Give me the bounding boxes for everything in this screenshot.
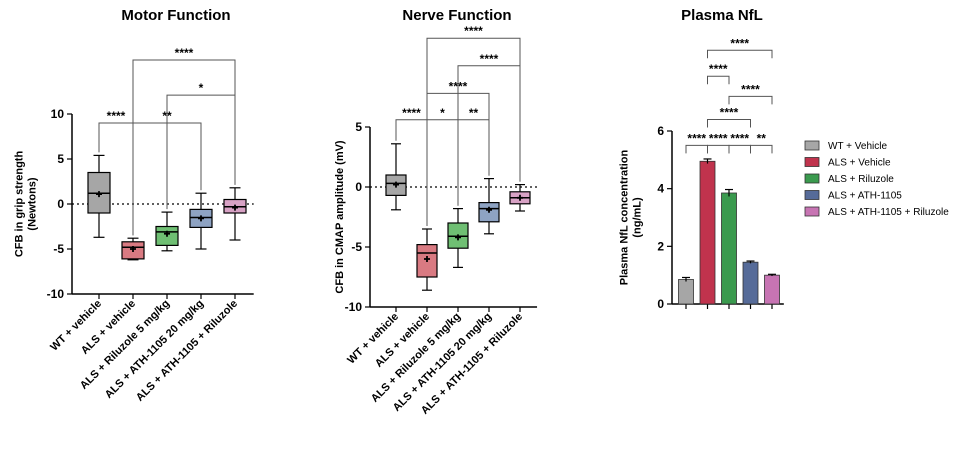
- chart-title: Plasma NfL: [681, 7, 763, 24]
- chart-panel-3: Plasma NfL Plasma NfL concentration(ng/mL…: [619, 7, 950, 311]
- significance-bracket: [457, 119, 490, 206]
- chart-title: Motor Function: [121, 7, 230, 24]
- y-tick-label: 10: [51, 107, 65, 121]
- legend-label: WT + Vehicle: [828, 141, 887, 152]
- legend-swatch: [804, 157, 820, 167]
- box-plot: [447, 208, 469, 268]
- y-axis-label-line: CFB in CMAP amplitude (mV): [334, 140, 346, 294]
- box-mean-marker: [393, 181, 399, 188]
- y-tick-label: -5: [351, 240, 362, 254]
- box-mean-marker: [517, 194, 523, 201]
- y-tick-label: 6: [657, 124, 664, 138]
- bar: [742, 261, 759, 305]
- significance-label: ****: [175, 46, 194, 60]
- y-tick-label: -10: [47, 287, 65, 301]
- box-plot: [416, 228, 438, 291]
- box-plot: [509, 184, 531, 212]
- bar: [764, 274, 780, 305]
- y-tick-label: -5: [53, 242, 64, 256]
- significance-bracket: [728, 95, 773, 105]
- legend-swatch: [804, 173, 820, 184]
- significance-bracket: [685, 144, 708, 154]
- box-mean-marker: [424, 256, 430, 262]
- bar: [699, 160, 716, 305]
- y-tick-label: 5: [57, 152, 64, 166]
- box-mean-marker: [164, 230, 170, 237]
- significance-label: **: [469, 106, 479, 120]
- significance-label: **: [757, 131, 767, 145]
- significance-label: ****: [480, 52, 499, 66]
- significance-label: ****: [730, 36, 749, 50]
- box-plot: [155, 211, 179, 252]
- box-mean-marker: [486, 206, 492, 213]
- significance-bracket: [707, 49, 773, 59]
- box-mean-marker: [455, 234, 461, 241]
- box-plot: [385, 143, 407, 211]
- y-axis-label: CFB in grip strength(Newtons): [14, 151, 39, 258]
- y-tick-label: 4: [657, 182, 664, 196]
- significance-label: ****: [107, 109, 126, 123]
- significance-bracket: [707, 118, 751, 128]
- significance-label: ****: [464, 24, 483, 38]
- legend-swatch: [804, 140, 820, 151]
- box-plot: [189, 192, 213, 250]
- legend-label: ALS + ATH-1105 + Riluzole: [828, 207, 949, 218]
- y-axis-label-line: (Newtons): [27, 177, 39, 231]
- legend-swatch: [804, 206, 820, 217]
- significance-label: ****: [709, 131, 728, 145]
- x-category-label: ALS + vehicle: [373, 311, 432, 370]
- significance-label: ****: [402, 106, 421, 120]
- box-mean-marker: [96, 191, 102, 198]
- significance-bracket: [132, 59, 236, 236]
- y-tick-label: 2: [657, 239, 664, 253]
- significance-label: *: [199, 81, 204, 95]
- box-mean-marker: [198, 215, 204, 222]
- significance-bracket: [707, 144, 730, 154]
- significance-bracket: [728, 144, 751, 154]
- legend-label: ALS + Vehicle: [828, 158, 891, 169]
- legend-label: ALS + ATH-1105: [828, 191, 902, 202]
- significance-label: ****: [709, 62, 728, 76]
- box-mean-marker: [130, 246, 136, 252]
- y-axis-label-line: Plasma NfL concentration: [619, 149, 631, 285]
- significance-bracket: [426, 119, 459, 226]
- significance-label: ****: [720, 105, 739, 119]
- box-plot: [121, 237, 145, 261]
- significance-label: *: [440, 106, 445, 120]
- box-mean-marker: [232, 204, 238, 211]
- box-plot: [478, 178, 500, 235]
- legend-label: ALS + Riluzole: [828, 174, 894, 185]
- significance-label: ****: [741, 82, 760, 96]
- significance-bracket: [707, 75, 730, 85]
- bar: [721, 192, 737, 305]
- y-axis-label: CFB in CMAP amplitude (mV): [334, 140, 346, 294]
- legend-swatch: [804, 190, 820, 200]
- box-plot: [87, 154, 111, 238]
- y-axis-label-line: CFB in grip strength: [14, 151, 26, 258]
- y-tick-label: 0: [57, 197, 64, 211]
- y-axis-label: Plasma NfL concentration(ng/mL): [619, 149, 644, 285]
- y-tick-label: 0: [657, 297, 664, 311]
- significance-label: ****: [730, 131, 749, 145]
- y-tick-label: -10: [345, 300, 363, 314]
- significance-bracket: [426, 37, 521, 226]
- y-tick-label: 0: [355, 180, 362, 194]
- y-tick-label: 5: [355, 120, 362, 134]
- significance-bracket: [750, 144, 773, 154]
- bar: [678, 279, 694, 305]
- box-plot: [223, 187, 247, 241]
- significance-label: ****: [687, 131, 706, 145]
- y-axis-label-line: (ng/mL): [632, 197, 644, 238]
- chart-title: Nerve Function: [402, 7, 511, 24]
